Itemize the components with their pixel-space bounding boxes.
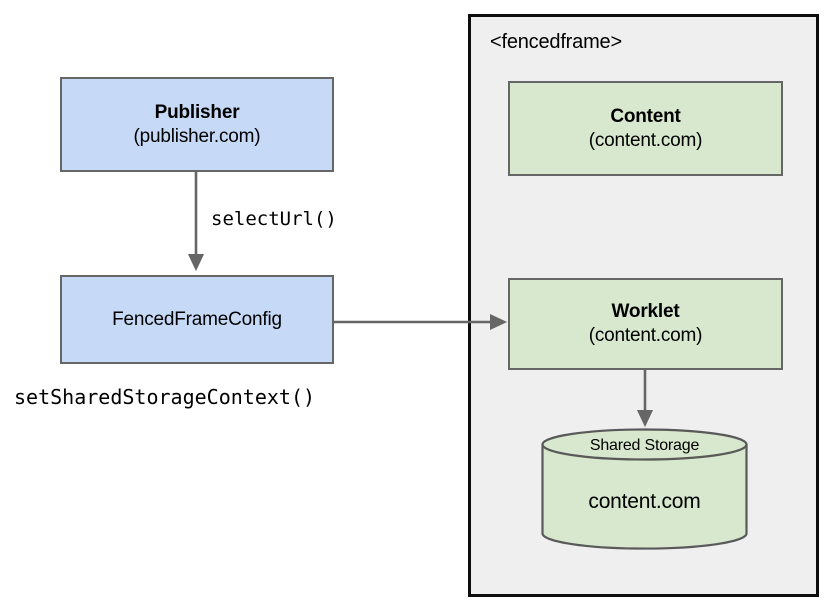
node-fenced-frame-config[interactable]: FencedFrameConfig	[60, 275, 334, 364]
node-publisher-subtitle: (publisher.com)	[133, 125, 261, 147]
fencedframe-label: <fencedframe>	[490, 31, 622, 53]
node-worklet[interactable]: Worklet (content.com)	[508, 278, 783, 370]
node-publisher-title: Publisher	[154, 101, 240, 123]
edge-label-select-url: selectUrl()	[211, 208, 337, 230]
node-content[interactable]: Content (content.com)	[508, 81, 783, 176]
cylinder-shape-icon	[541, 428, 748, 550]
node-worklet-subtitle: (content.com)	[588, 325, 703, 346]
node-content-subtitle: (content.com)	[588, 129, 703, 151]
node-content-title: Content	[610, 105, 681, 127]
node-shared-storage[interactable]: Shared Storage content.com	[541, 428, 748, 550]
annotation-set-shared-storage-context: setSharedStorageContext()	[14, 385, 316, 409]
node-publisher[interactable]: Publisher (publisher.com)	[60, 77, 334, 172]
node-worklet-title: Worklet	[611, 301, 680, 323]
node-shared-storage-title: Shared Storage	[589, 437, 700, 454]
node-shared-storage-body: content.com	[588, 490, 701, 513]
node-fenced-frame-config-label: FencedFrameConfig	[112, 308, 282, 330]
